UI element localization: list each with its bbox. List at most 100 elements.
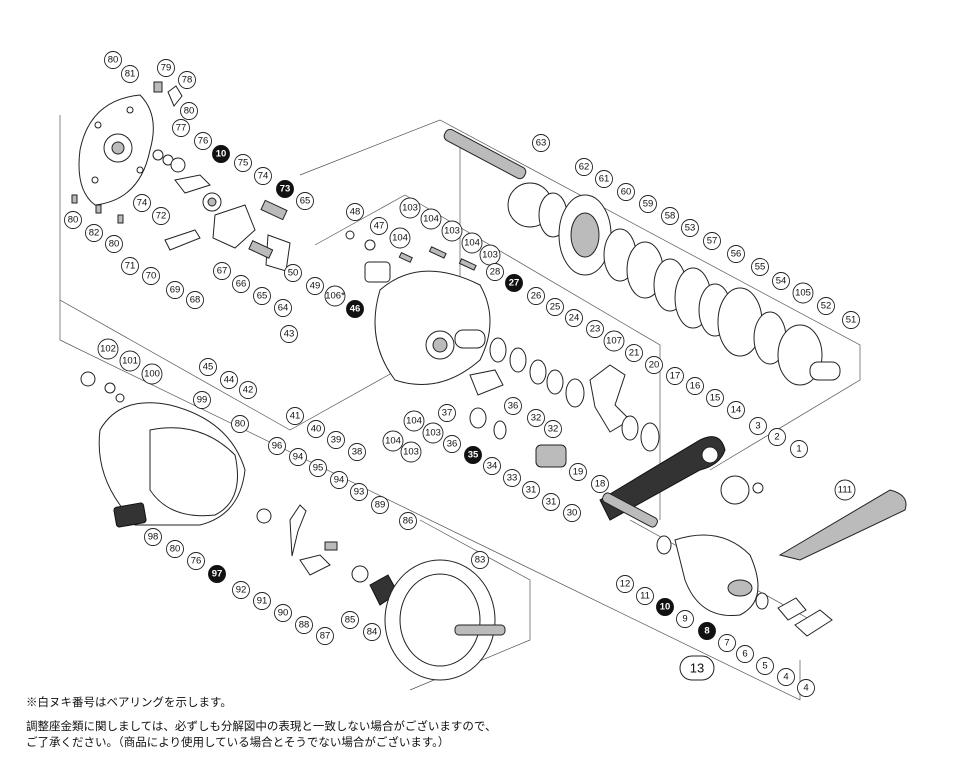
part-label-84: 84 bbox=[363, 623, 381, 641]
svg-text:30: 30 bbox=[567, 508, 578, 519]
part-label-104: 104 bbox=[389, 227, 411, 249]
svg-text:68: 68 bbox=[190, 295, 201, 306]
svg-text:91: 91 bbox=[257, 596, 268, 607]
svg-text:34: 34 bbox=[487, 461, 498, 472]
svg-text:94: 94 bbox=[293, 452, 304, 463]
part-label-59: 59 bbox=[639, 195, 657, 213]
svg-text:103: 103 bbox=[403, 447, 419, 458]
frame-and-spool bbox=[80, 371, 506, 681]
part-label-8: 8 bbox=[698, 622, 716, 640]
part-label-41: 41 bbox=[286, 407, 304, 425]
svg-text:61: 61 bbox=[599, 174, 610, 185]
svg-text:9: 9 bbox=[682, 614, 687, 625]
page-number-box: 13 bbox=[679, 655, 715, 681]
part-label-45: 45 bbox=[199, 358, 217, 376]
svg-text:44: 44 bbox=[224, 375, 235, 386]
svg-text:80: 80 bbox=[108, 55, 119, 66]
svg-text:104: 104 bbox=[385, 436, 401, 447]
part-label-103: 103 bbox=[479, 244, 501, 266]
svg-text:36: 36 bbox=[508, 401, 519, 412]
svg-text:101: 101 bbox=[122, 356, 138, 367]
svg-text:89: 89 bbox=[375, 500, 386, 511]
part-label-67: 67 bbox=[213, 262, 231, 280]
part-label-43: 43 bbox=[280, 325, 298, 343]
svg-text:55: 55 bbox=[755, 262, 766, 273]
svg-text:31: 31 bbox=[526, 485, 537, 496]
svg-text:16: 16 bbox=[690, 381, 701, 392]
svg-text:35: 35 bbox=[468, 450, 479, 461]
part-label-88: 88 bbox=[295, 616, 313, 634]
part-label-21: 21 bbox=[625, 344, 643, 362]
part-label-28: 28 bbox=[486, 263, 504, 281]
svg-text:80: 80 bbox=[184, 106, 195, 117]
part-label-9: 9 bbox=[676, 610, 694, 628]
part-label-75: 75 bbox=[234, 154, 252, 172]
part-label-80: 80 bbox=[166, 540, 184, 558]
part-label-100: 100 bbox=[141, 363, 163, 385]
svg-text:60: 60 bbox=[621, 187, 632, 198]
svg-text:88: 88 bbox=[299, 620, 310, 631]
svg-text:3: 3 bbox=[755, 421, 760, 432]
part-label-36: 36 bbox=[504, 397, 522, 415]
part-label-32: 32 bbox=[527, 409, 545, 427]
svg-text:94: 94 bbox=[334, 475, 345, 486]
part-label-73: 73 bbox=[276, 180, 294, 198]
part-label-35: 35 bbox=[464, 446, 482, 464]
svg-text:75: 75 bbox=[238, 158, 249, 169]
part-label-48: 48 bbox=[346, 203, 364, 221]
svg-text:103: 103 bbox=[482, 250, 498, 261]
svg-text:23: 23 bbox=[590, 324, 601, 335]
part-label-3: 3 bbox=[749, 417, 767, 435]
part-label-68: 68 bbox=[186, 291, 204, 309]
svg-text:52: 52 bbox=[821, 301, 832, 312]
part-label-103: 103 bbox=[399, 197, 421, 219]
svg-text:102: 102 bbox=[100, 344, 116, 355]
part-label-74: 74 bbox=[254, 167, 272, 185]
svg-text:15: 15 bbox=[710, 393, 721, 404]
part-label-95: 95 bbox=[309, 459, 327, 477]
part-label-103: 103 bbox=[400, 441, 422, 463]
part-label-101: 101 bbox=[119, 350, 141, 372]
svg-text:80: 80 bbox=[109, 239, 120, 250]
svg-text:99: 99 bbox=[197, 395, 208, 406]
svg-text:47: 47 bbox=[374, 221, 385, 232]
part-label-74: 74 bbox=[133, 194, 151, 212]
part-label-94: 94 bbox=[289, 448, 307, 466]
part-label-15: 15 bbox=[706, 389, 724, 407]
part-label-99: 99 bbox=[193, 391, 211, 409]
page-number: 13 bbox=[690, 661, 704, 676]
part-label-34: 34 bbox=[483, 457, 501, 475]
part-label-36: 36 bbox=[443, 435, 461, 453]
part-label-20: 20 bbox=[645, 356, 663, 374]
part-label-96: 96 bbox=[268, 437, 286, 455]
part-label-94: 94 bbox=[330, 471, 348, 489]
washer-note-line2: ご了承ください。（商品により使用している場合とそうでない場合がございます。） bbox=[26, 737, 450, 749]
part-label-93: 93 bbox=[350, 483, 368, 501]
svg-text:42: 42 bbox=[243, 385, 254, 396]
side-plate-assembly bbox=[71, 81, 291, 272]
svg-text:98: 98 bbox=[148, 532, 159, 543]
svg-text:54: 54 bbox=[776, 276, 787, 287]
svg-text:86: 86 bbox=[403, 516, 414, 527]
svg-text:49: 49 bbox=[310, 281, 321, 292]
svg-text:1: 1 bbox=[796, 444, 801, 455]
part-label-55: 55 bbox=[751, 258, 769, 276]
svg-text:7: 7 bbox=[724, 638, 729, 649]
svg-text:24: 24 bbox=[569, 313, 580, 324]
svg-text:11: 11 bbox=[640, 591, 650, 602]
part-label-7: 7 bbox=[718, 634, 736, 652]
part-label-104: 104 bbox=[403, 410, 425, 432]
part-label-104: 104 bbox=[420, 208, 442, 230]
svg-text:57: 57 bbox=[707, 236, 718, 247]
svg-text:17: 17 bbox=[670, 371, 681, 382]
svg-text:19: 19 bbox=[573, 467, 584, 478]
part-label-98: 98 bbox=[144, 528, 162, 546]
drive-shaft-parts bbox=[469, 337, 660, 468]
part-label-24: 24 bbox=[565, 309, 583, 327]
svg-text:111: 111 bbox=[838, 485, 852, 496]
washer-note-line1: 調整座金類に関しましては、必ずしも分解図中の表現と一致しない場合がございますので… bbox=[26, 721, 497, 733]
part-label-1: 1 bbox=[790, 440, 808, 458]
part-label-18: 18 bbox=[591, 475, 609, 493]
svg-text:80: 80 bbox=[235, 419, 246, 430]
svg-text:27: 27 bbox=[509, 278, 520, 289]
